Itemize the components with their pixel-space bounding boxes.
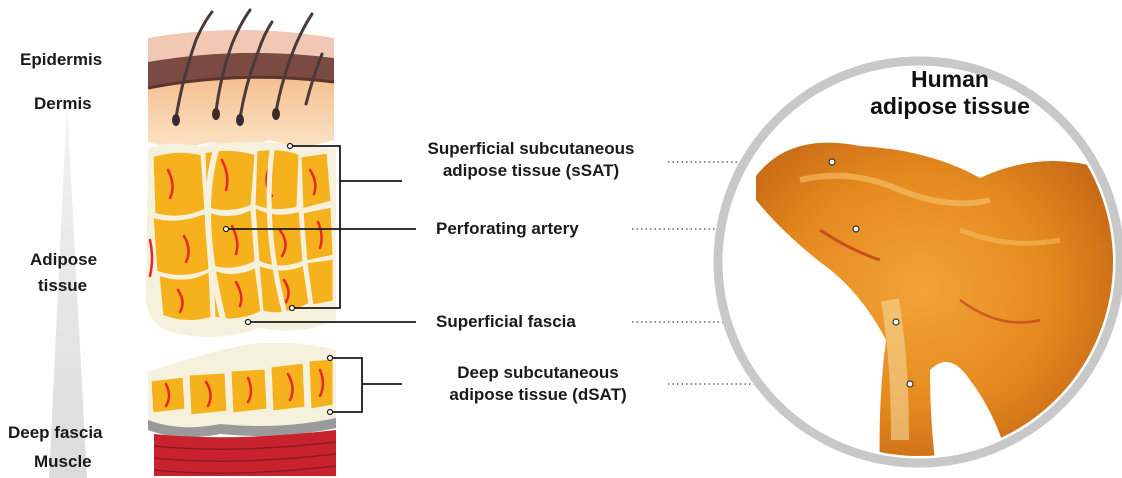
annotation-dsat-line1: Deep subcutaneous [412,362,664,384]
annotation-ssat: Superficial subcutaneous adipose tissue … [402,138,660,182]
annotation-perforating-artery: Perforating artery [436,218,579,240]
annotation-ssat-line2: adipose tissue (sSAT) [402,160,660,182]
label-adipose-line2: tissue [38,276,87,296]
deep-adipose-illustration [148,343,336,476]
photo-title-line1: Human [840,66,1060,93]
annotation-ssat-line1: Superficial subcutaneous [402,138,660,160]
label-deep-fascia: Deep fascia [8,423,103,443]
label-dermis: Dermis [34,94,92,114]
annotation-superficial-fascia: Superficial fascia [436,311,576,333]
label-adipose-line1: Adipose [30,250,97,270]
photo-title: Human adipose tissue [840,66,1060,120]
label-epidermis: Epidermis [20,50,102,70]
photo-title-line2: adipose tissue [840,93,1060,120]
tissue-photo [718,60,1122,470]
label-muscle: Muscle [34,452,92,472]
annotation-dsat: Deep subcutaneous adipose tissue (dSAT) [412,362,664,406]
epidermis-illustration [148,30,334,147]
annotation-dsat-line2: adipose tissue (dSAT) [412,384,664,406]
